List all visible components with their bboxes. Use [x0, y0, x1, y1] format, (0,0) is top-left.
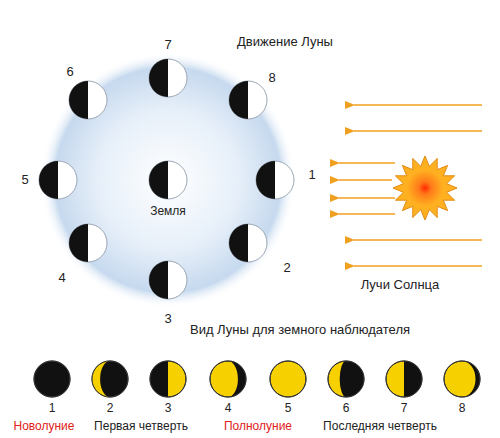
callout-number: 5: [21, 173, 28, 187]
moon-disc: [229, 81, 267, 119]
phase-outline: [328, 361, 364, 397]
phase-outline: [270, 361, 306, 397]
phase-name: Новолуние: [14, 420, 75, 433]
sun-ray: [339, 197, 395, 199]
phase-disc: [328, 361, 364, 397]
moon-shadow: [229, 81, 248, 119]
phase-shape: [404, 361, 422, 397]
phase-outline: [386, 361, 422, 397]
phase-shape: [462, 361, 480, 397]
moon-disc: [149, 59, 187, 97]
moon-disc: [149, 161, 187, 199]
moon-shadow: [69, 224, 88, 262]
moon-phases: [34, 361, 480, 397]
sun-star: [393, 156, 457, 220]
phase-disc: [92, 361, 128, 397]
phase-outline: [34, 361, 70, 397]
phase-disc: [34, 361, 70, 397]
phase-disc: [444, 361, 480, 397]
callout-number: 3: [164, 312, 171, 326]
phase-disc: [150, 361, 186, 397]
moon-shadow: [39, 161, 58, 199]
moon-shadow: [256, 161, 275, 199]
earth-label: Земля: [150, 205, 186, 218]
sun-ray: [339, 179, 392, 181]
sun-rays: [339, 105, 482, 266]
phase-number: 4: [225, 402, 232, 415]
phase-name: Первая четверть: [94, 420, 188, 433]
rays-label: Лучи Солнца: [361, 278, 440, 292]
moon-disc: [69, 81, 107, 119]
sun-ray: [339, 213, 395, 215]
phase-name: Последняя четверть: [323, 420, 437, 433]
moon-disc: [69, 224, 107, 262]
moon-shadow: [149, 161, 168, 199]
phase-outline: [92, 361, 128, 397]
phase-number: 8: [459, 402, 466, 415]
moon-disc: [39, 161, 77, 199]
title: Движение Луны: [237, 35, 333, 49]
phase-number: 6: [343, 402, 350, 415]
moon-shadow: [149, 261, 168, 299]
sun-ray: [354, 239, 482, 241]
phase-shape: [340, 361, 364, 397]
callout-number: 4: [58, 271, 65, 285]
callout-number: 1: [308, 168, 315, 182]
phase-number: 5: [285, 402, 292, 415]
callout-number: 2: [283, 261, 290, 275]
orbit-moons: [39, 59, 294, 299]
sun-ray: [339, 162, 395, 164]
moon-shadow: [229, 224, 248, 262]
phase-outline: [210, 361, 246, 397]
callout-number: 8: [268, 71, 275, 85]
phase-disc: [270, 361, 306, 397]
phase-shape: [92, 361, 110, 397]
sun-ray: [354, 265, 482, 267]
sun: [393, 156, 457, 220]
moon-disc: [149, 261, 187, 299]
orbit: [40, 52, 296, 308]
phase-number: 3: [165, 402, 172, 415]
subtitle: Вид Луны для земного наблюдателя: [190, 323, 410, 337]
phase-outline: [150, 361, 186, 397]
moon-shadow: [69, 81, 88, 119]
phase-number: 7: [401, 402, 408, 415]
phase-disc: [210, 361, 246, 397]
phase-number: 1: [49, 402, 56, 415]
moon-disc: [229, 224, 267, 262]
phase-outline: [444, 361, 480, 397]
phase-shape: [228, 361, 246, 397]
phase-name: Полнолуние: [224, 420, 292, 433]
sun-ray: [354, 104, 482, 106]
phase-disc: [386, 361, 422, 397]
moon-disc: [256, 161, 294, 199]
callout-number: 6: [66, 65, 73, 79]
sun-ray: [354, 130, 482, 132]
phase-shape: [150, 361, 168, 397]
phase-number: 2: [107, 402, 114, 415]
callout-number: 7: [164, 38, 171, 52]
sun-core: [407, 170, 443, 206]
moon-shadow: [149, 59, 168, 97]
